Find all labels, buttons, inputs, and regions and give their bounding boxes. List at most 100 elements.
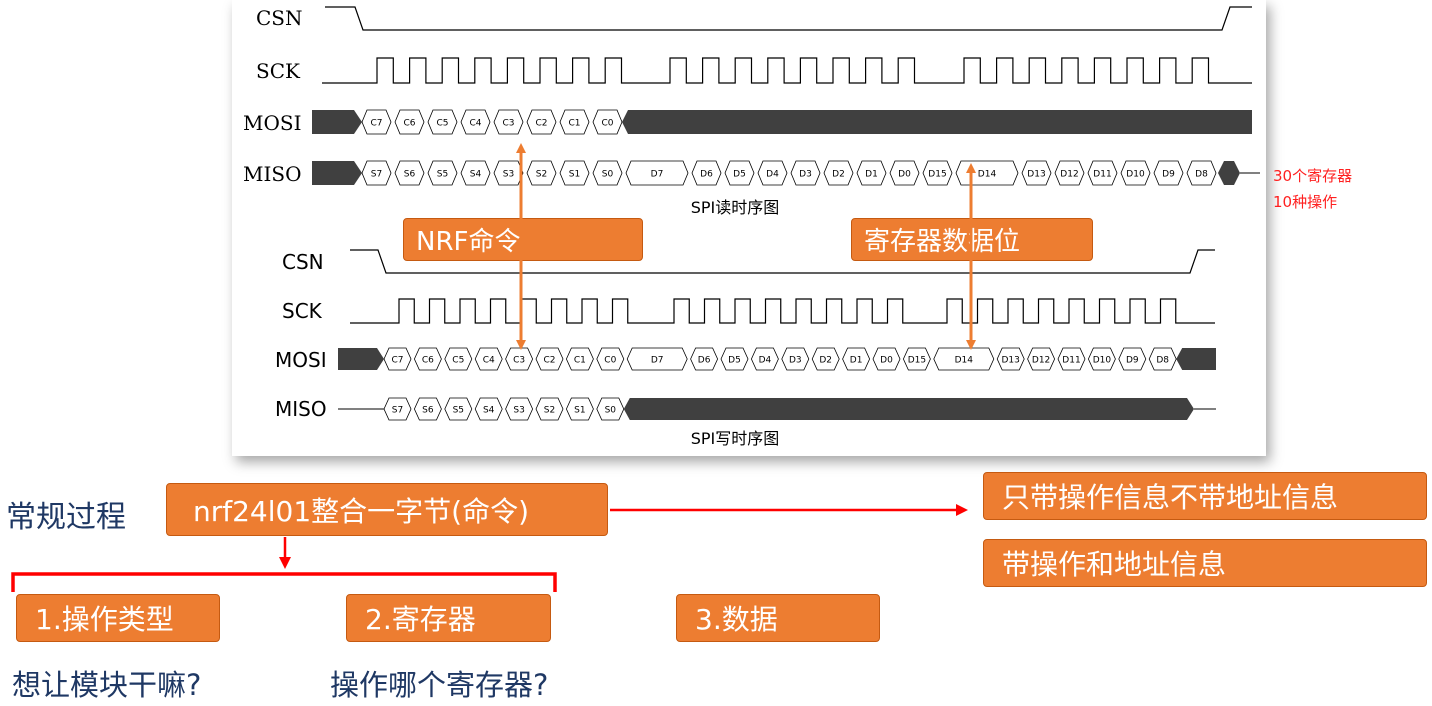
write-mosi-bit-cell	[902, 347, 931, 371]
write-miso-bit-label: S0	[605, 406, 617, 416]
sck-waveform	[350, 298, 1215, 324]
write-miso-bit-label: S4	[483, 406, 495, 416]
read-miso-bit-cell	[823, 160, 854, 186]
write-mosi-bit-cell	[596, 347, 625, 371]
read-miso-bit-label: D10	[1126, 170, 1145, 180]
nrf-command-label: NRF命令	[416, 227, 521, 257]
signal-label: SCK	[282, 299, 323, 323]
csn-waveform	[325, 6, 1252, 31]
write-mosi-bit-cell	[1027, 347, 1056, 371]
read-miso-bit-cell	[1021, 160, 1052, 186]
option1-box: 只带操作信息不带地址信息	[983, 472, 1427, 520]
read-mosi-idle-block	[312, 110, 362, 134]
write-mosi-bit-cell	[474, 347, 503, 371]
write-mosi-bit-cell	[1148, 347, 1177, 371]
read-mosi-bit-label: C4	[469, 119, 481, 129]
side-note: 30个寄存器 10种操作	[1273, 163, 1352, 215]
read-miso-bit-label: S0	[602, 170, 614, 180]
read-miso-bit-cell	[1087, 160, 1118, 186]
read-miso-bit-cell	[856, 160, 887, 186]
write-mosi-bit-label: D12	[1032, 356, 1050, 366]
read-miso-bit-label: S5	[437, 170, 448, 180]
write-miso-bit-cell	[413, 397, 442, 421]
write-mosi-bit-cell	[842, 347, 871, 371]
write-mosi-bit-cell	[750, 347, 779, 371]
read-miso-bit-label: D1	[865, 170, 878, 180]
option1-label: 只带操作信息不带地址信息	[1002, 481, 1339, 514]
read-miso-bit-label: D3	[799, 170, 812, 180]
process-bracket	[11, 572, 557, 592]
write-miso-bit-label: S3	[513, 406, 524, 416]
read-miso-bit-label: S6	[404, 170, 416, 180]
write-mosi-bit-cell	[872, 347, 901, 371]
write-mosi-bit-label: C1	[574, 356, 586, 366]
write-mosi-idle-block	[1176, 348, 1216, 370]
write-mosi-bit-cell	[1118, 347, 1147, 371]
read-miso-bit-label: D5	[733, 170, 746, 180]
step1-box: 1.操作类型	[16, 594, 220, 642]
write-mosi-bit-cell	[565, 347, 594, 371]
read-miso-bit-label: S7	[371, 170, 382, 180]
write-mosi-bit-label: D15	[908, 356, 926, 366]
write-miso-bit-label: S2	[544, 406, 555, 416]
signal-label: MISO	[243, 162, 301, 186]
write-miso-bit-cell	[474, 397, 503, 421]
signal-label: SCK	[256, 59, 301, 83]
read-miso-idle-block	[1218, 161, 1240, 185]
write-miso-bit-cell	[505, 397, 534, 421]
read-miso-bit-label: S4	[470, 170, 482, 180]
read-miso-bit-cell	[1120, 160, 1151, 186]
read-mosi-bit-label: C1	[568, 119, 580, 129]
write-mosi-bit-label: D1	[850, 356, 863, 366]
signal-label: MISO	[275, 397, 327, 421]
signal-label: MOSI	[275, 348, 327, 372]
step2-question: 操作哪个寄存器?	[330, 668, 549, 702]
write-mosi-bit-cell	[413, 347, 442, 371]
write-mosi-bit-label: C4	[483, 356, 495, 366]
write-mosi-bit-label: D4	[759, 356, 772, 366]
write-mosi-bit-label: C0	[604, 356, 616, 366]
read-miso-bit-label: D0	[898, 170, 911, 180]
signal-label: CSN	[282, 250, 324, 274]
read-miso-bit-label: D14	[978, 170, 997, 180]
write-mosi-bit-label: D13	[1002, 356, 1020, 366]
process-label: 常规过程	[6, 500, 126, 535]
read-miso-bit-cell	[1153, 160, 1184, 186]
write-mosi-bit-label: D11	[1062, 356, 1080, 366]
read-mosi-bit-cell	[361, 109, 392, 135]
read-miso-bit-cell	[757, 160, 788, 186]
write-mosi-bit-cell	[444, 347, 473, 371]
read-mosi-bit-cell	[559, 109, 590, 135]
write-mosi-bit-label: D8	[1156, 356, 1169, 366]
read-mosi-bit-label: C6	[403, 119, 415, 129]
read-mosi-bit-cell	[460, 109, 491, 135]
read-mosi-bit-label: C2	[535, 119, 547, 129]
read-miso-bit-cell	[1186, 160, 1217, 186]
write-miso-bit-label: S5	[453, 406, 464, 416]
write-mosi-bit-cell	[1057, 347, 1086, 371]
step3-label: 3.数据	[695, 603, 778, 636]
write-mosi-bit-label: D2	[819, 356, 832, 366]
read-mosi-idle-block	[622, 110, 1252, 134]
read-mosi-bit-cell	[427, 109, 458, 135]
write-mosi-bit-cell	[781, 347, 810, 371]
read-mosi-bit-label: C3	[502, 119, 514, 129]
write-miso-bit-label: S6	[422, 406, 434, 416]
write-mosi-bit-label: C5	[452, 356, 464, 366]
write-miso-bit-cell	[565, 397, 594, 421]
step1-label: 1.操作类型	[35, 603, 174, 636]
read-miso-bit-cell	[460, 160, 491, 186]
signal-label: CSN	[256, 6, 303, 30]
write-miso-idle-block	[623, 398, 1194, 420]
read-miso-bit-cell	[922, 160, 953, 186]
read-miso-bit-label: D9	[1162, 170, 1175, 180]
write-mosi-bit-label: C6	[422, 356, 434, 366]
step1-question: 想让模块干嘛?	[12, 668, 202, 702]
main-command-box: nrf24l01整合一字节(命令)	[166, 483, 608, 536]
read-mosi-bit-cell	[493, 109, 524, 135]
read-miso-bit-label: D11	[1093, 170, 1111, 180]
read-miso-bit-cell	[691, 160, 722, 186]
read-mosi-bit-cell	[526, 109, 557, 135]
